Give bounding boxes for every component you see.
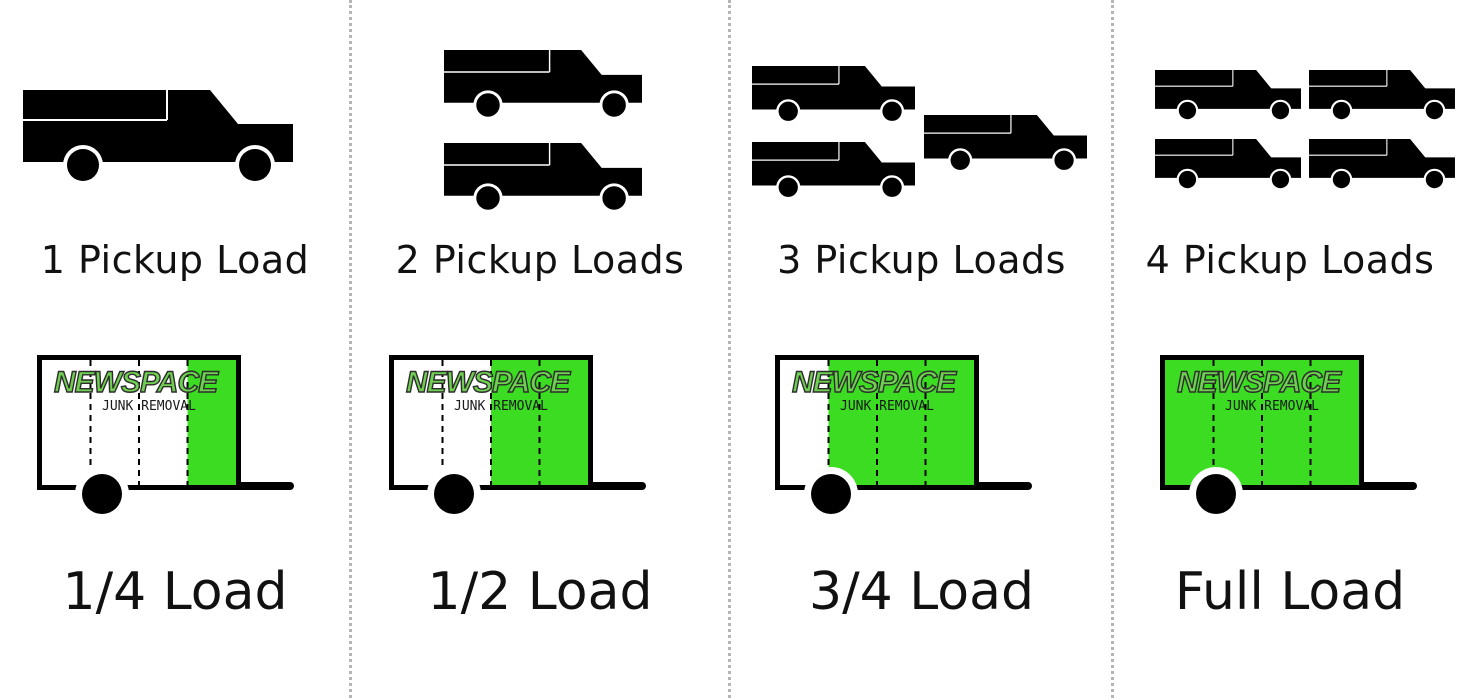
trailer-load-label: 1/2 Load — [427, 562, 653, 622]
pickup-load-label: 1 Pickup Load — [40, 238, 310, 282]
trailer-icon: NEWSPACE JUNK REMOVAL — [384, 345, 664, 521]
load-column-three-quarter: 3 Pickup Loads NEWSPACE JUNK REMOVAL 3/4… — [730, 0, 1113, 698]
svg-text:JUNK REMOVAL: JUNK REMOVAL — [454, 399, 548, 414]
pickup-load-label: 2 Pickup Loads — [395, 238, 685, 282]
pickup-truck-group — [730, 0, 1113, 225]
trailer-icon: NEWSPACE JUNK REMOVAL — [1155, 345, 1435, 521]
column-divider — [728, 0, 731, 698]
load-column-quarter: 1 Pickup Load NEWSPACE JUNK REMOVAL 1/4 … — [0, 0, 350, 698]
svg-text:JUNK REMOVAL: JUNK REMOVAL — [1225, 399, 1319, 414]
pickup-load-label: 4 Pickup Loads — [1145, 238, 1435, 282]
load-column-half: 2 Pickup Loads NEWSPACE JUNK REMOVAL 1/2… — [350, 0, 730, 698]
pickup-truck-icon — [1309, 70, 1455, 122]
pickup-truck-icon — [1309, 139, 1455, 191]
trailer-load-label: 3/4 Load — [809, 562, 1034, 622]
pickup-truck-icon — [444, 143, 642, 213]
pickup-truck-icon — [752, 142, 915, 200]
column-divider — [1111, 0, 1114, 698]
svg-text:NEWSPACE: NEWSPACE — [1177, 366, 1342, 399]
svg-text:NEWSPACE: NEWSPACE — [54, 366, 219, 399]
trailer-icon: NEWSPACE JUNK REMOVAL — [32, 345, 312, 521]
load-column-full: 4 Pickup Loads NEWSPACE JUNK REMOVAL Ful… — [1113, 0, 1467, 698]
svg-text:JUNK REMOVAL: JUNK REMOVAL — [102, 399, 196, 414]
pickup-load-label: 3 Pickup Loads — [777, 238, 1066, 282]
pickup-truck-icon — [444, 50, 642, 120]
svg-text:JUNK REMOVAL: JUNK REMOVAL — [840, 399, 934, 414]
pickup-truck-icon — [1155, 70, 1301, 122]
pickup-truck-group — [350, 0, 730, 225]
trailer-icon: NEWSPACE JUNK REMOVAL — [770, 345, 1050, 521]
pickup-truck-group — [1113, 0, 1467, 225]
column-divider — [349, 0, 352, 698]
pickup-truck-icon — [924, 115, 1087, 173]
svg-text:NEWSPACE: NEWSPACE — [792, 366, 957, 399]
svg-text:NEWSPACE: NEWSPACE — [406, 366, 571, 399]
pickup-truck-group — [0, 0, 350, 225]
trailer-load-label: 1/4 Load — [62, 562, 288, 622]
pickup-truck-icon — [752, 66, 915, 124]
pickup-truck-icon — [23, 90, 293, 185]
trailer-load-label: Full Load — [1174, 562, 1406, 622]
pickup-truck-icon — [1155, 139, 1301, 191]
